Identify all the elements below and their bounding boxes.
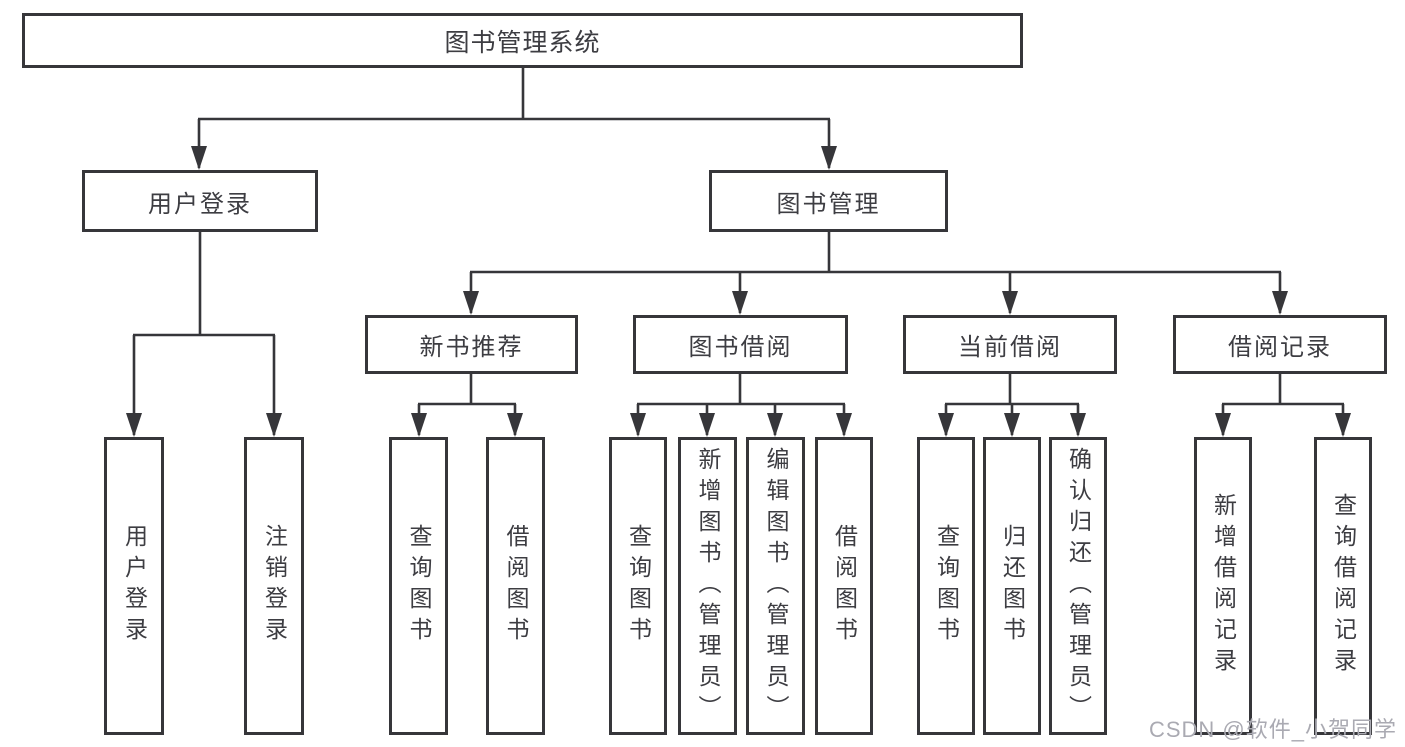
leaf-borrow-borrow-books-label: 借阅图书 [831, 524, 858, 648]
node-root-label: 图书管理系统 [444, 28, 601, 57]
leaf-records-query-record: 查询借阅记录 [1314, 437, 1372, 735]
node-current-borrow: 当前借阅 [903, 315, 1117, 374]
leaf-recommend-query-books: 查询图书 [389, 437, 448, 735]
node-new-book-recommend: 新书推荐 [365, 315, 578, 374]
node-user-login: 用户登录 [82, 170, 318, 232]
node-root-system: 图书管理系统 [22, 13, 1023, 68]
leaf-records-add-record-label: 新增借阅记录 [1210, 493, 1237, 679]
leaf-logout: 注销登录 [244, 437, 304, 735]
leaf-recommend-query-books-label: 查询图书 [406, 524, 432, 648]
leaf-user-login-label: 用户登录 [121, 524, 148, 648]
leaf-borrow-edit-books-admin-label: 编辑图书（管理员） [763, 446, 789, 726]
node-borrow-records: 借阅记录 [1173, 315, 1387, 374]
leaf-current-confirm-return-admin-label: 确认归还（管理员） [1065, 446, 1092, 726]
node-book-management: 图书管理 [709, 170, 948, 232]
csdn-watermark: CSDN @软件_小贺同学 [1148, 717, 1397, 742]
leaf-borrow-query-books-label: 查询图书 [625, 524, 652, 648]
leaf-records-add-record: 新增借阅记录 [1194, 437, 1252, 735]
leaf-current-query-books: 查询图书 [917, 437, 975, 735]
leaf-current-query-books-label: 查询图书 [933, 524, 960, 648]
node-book-borrow: 图书借阅 [633, 315, 848, 374]
node-new-book-recommend-label: 新书推荐 [419, 334, 524, 361]
node-current-borrow-label: 当前借阅 [958, 334, 1062, 361]
leaf-borrow-borrow-books: 借阅图书 [815, 437, 873, 735]
leaf-user-login: 用户登录 [104, 437, 164, 735]
leaf-borrow-edit-books-admin: 编辑图书（管理员） [746, 437, 805, 735]
leaf-recommend-borrow-books: 借阅图书 [486, 437, 545, 735]
leaf-current-confirm-return-admin: 确认归还（管理员） [1049, 437, 1107, 735]
connector-stems [132, 68, 1345, 435]
leaf-borrow-add-books-admin: 新增图书（管理员） [678, 437, 737, 735]
arrowheads [126, 146, 1351, 437]
leaf-borrow-query-books: 查询图书 [609, 437, 667, 735]
leaf-current-return-books: 归还图书 [983, 437, 1041, 735]
leaf-records-query-record-label: 查询借阅记录 [1330, 493, 1357, 679]
leaf-recommend-borrow-books-label: 借阅图书 [503, 524, 529, 648]
node-borrow-records-label: 借阅记录 [1228, 334, 1332, 361]
node-book-management-label: 图书管理 [776, 190, 881, 218]
node-book-borrow-label: 图书借阅 [688, 334, 793, 361]
leaf-borrow-add-books-admin-label: 新增图书（管理员） [695, 446, 721, 726]
leaf-current-return-books-label: 归还图书 [999, 524, 1026, 648]
leaf-logout-label: 注销登录 [261, 524, 288, 648]
node-user-login-label: 用户登录 [148, 190, 252, 218]
